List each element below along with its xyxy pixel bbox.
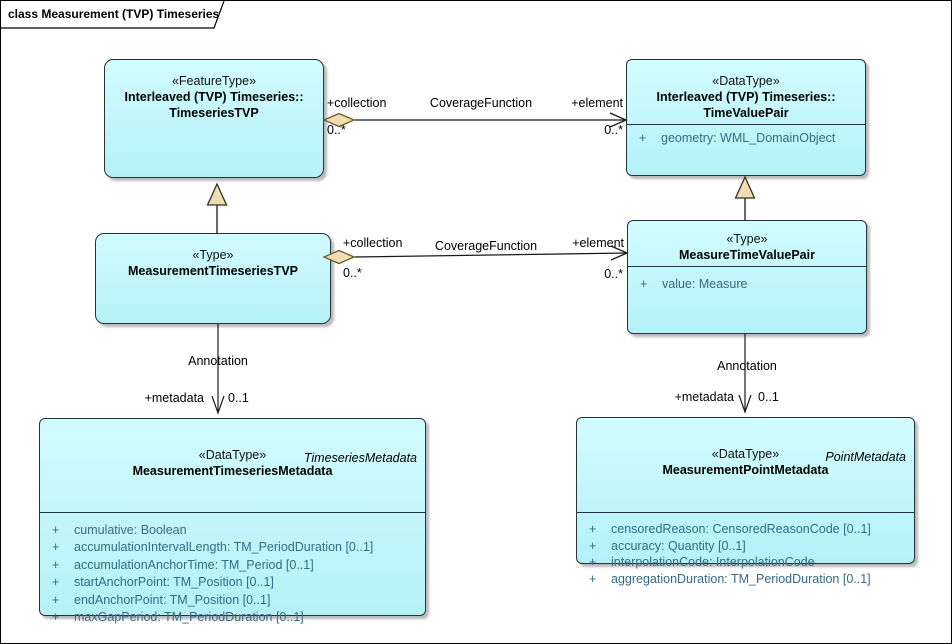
attribute-geometry: +geometry: WML_DomainObject <box>639 131 836 145</box>
corner-label: PointMetadata <box>825 450 906 464</box>
annotation-name-label: Annotation <box>188 354 248 368</box>
metadata-multiplicity-label: 0..1 <box>228 391 249 405</box>
annotation-connector-right[interactable] <box>738 334 752 414</box>
metadata-role-label: +metadata <box>674 390 734 404</box>
class-box-time-value-pair[interactable]: «DataType» Interleaved (TVP) Timeseries:… <box>626 59 866 176</box>
class-name: TimeseriesTVP <box>169 106 259 120</box>
annotation-connector-left[interactable] <box>211 324 225 415</box>
target-multiplicity-label: 0..* <box>604 123 623 137</box>
attribute-interpolation-code: +interpolationCode: InterpolationCode <box>589 555 815 569</box>
stereotype-label: «DataType» <box>712 74 780 88</box>
open-arrowhead <box>211 395 225 415</box>
class-box-measurement-point-metadata[interactable]: PointMetadata «DataType» MeasurementPoin… <box>576 417 915 586</box>
attribute-value: +value: Measure <box>640 277 748 291</box>
stereotype-label: «DataType» <box>711 447 780 461</box>
attribute-accuracy: +accuracy: Quantity [0..1] <box>589 538 746 553</box>
generalization-triangle <box>734 175 756 199</box>
class-name: MeasurementTimeseriesTVP <box>128 264 298 278</box>
open-arrowhead <box>738 394 752 414</box>
attribute-cumulative: +cumulative: Boolean <box>52 523 187 537</box>
class-name: MeasureTimeValuePair <box>679 248 815 262</box>
target-multiplicity-label: 0..* <box>604 267 623 281</box>
stereotype-label: «FeatureType» <box>171 74 257 88</box>
attribute-end-anchor-point: +endAnchorPoint: TM_Position [0..1] <box>52 592 271 607</box>
association-name-label: CoverageFunction <box>434 239 538 253</box>
class-box-measure-time-value-pair[interactable]: «Type» MeasureTimeValuePair +value: Meas… <box>627 220 867 334</box>
source-multiplicity-label: 0..* <box>327 123 346 137</box>
source-role-label: +collection <box>327 96 387 110</box>
generalization-left[interactable] <box>206 182 228 234</box>
class-name: Interleaved (TVP) Timeseries:: <box>656 90 836 104</box>
stereotype-label: «Type» <box>192 248 234 262</box>
stereotype-label: «DataType» <box>198 448 267 462</box>
association-coverage-function-1[interactable] <box>322 112 628 128</box>
attribute-start-anchor-point: +startAnchorPoint: TM_Position [0..1] <box>52 575 274 590</box>
association-name-label: CoverageFunction <box>429 96 533 110</box>
metadata-multiplicity-label: 0..1 <box>758 390 779 404</box>
metadata-role-label: +metadata <box>144 391 204 405</box>
attribute-aggregation-duration: +aggregationDuration: TM_PeriodDuration … <box>589 571 871 586</box>
class-name: MeasurementPointMetadata <box>662 463 829 477</box>
class-name: MeasurementTimeseriesMetadata <box>132 464 333 478</box>
attribute-accumulation-anchor-time: +accumulationAnchorTime: TM_Period [0..1… <box>52 557 314 572</box>
target-role-label: +element <box>571 96 623 110</box>
class-box-measurement-timeseries-tvp[interactable]: «Type» MeasurementTimeseriesTVP <box>95 233 331 324</box>
target-role-label: +element <box>572 236 624 250</box>
corner-label: TimeseriesMetadata <box>303 451 417 465</box>
stereotype-label: «Type» <box>726 232 768 246</box>
attribute-accumulation-interval-length: +accumulationIntervalLength: TM_PeriodDu… <box>52 540 374 555</box>
annotation-name-label: Annotation <box>717 359 777 373</box>
class-name: TimeValuePair <box>703 106 789 120</box>
source-role-label: +collection <box>343 236 403 250</box>
class-box-timeseries-tvp[interactable]: «FeatureType» Interleaved (TVP) Timeseri… <box>104 59 324 178</box>
generalization-right[interactable] <box>734 175 756 221</box>
attribute-max-gap-period: +maxGapPeriod: TM_PeriodDuration [0..1] <box>52 610 304 625</box>
source-multiplicity-label: 0..* <box>343 266 362 280</box>
attribute-censored-reason: +censoredReason: CensoredReasonCode [0..… <box>589 522 871 536</box>
frame-title: class Measurement (TVP) Timeseries <box>8 7 220 21</box>
generalization-triangle <box>206 182 228 206</box>
class-name: Interleaved (TVP) Timeseries:: <box>124 90 304 104</box>
class-box-measurement-timeseries-metadata[interactable]: TimeseriesMetadata «DataType» Measuremen… <box>39 418 426 624</box>
